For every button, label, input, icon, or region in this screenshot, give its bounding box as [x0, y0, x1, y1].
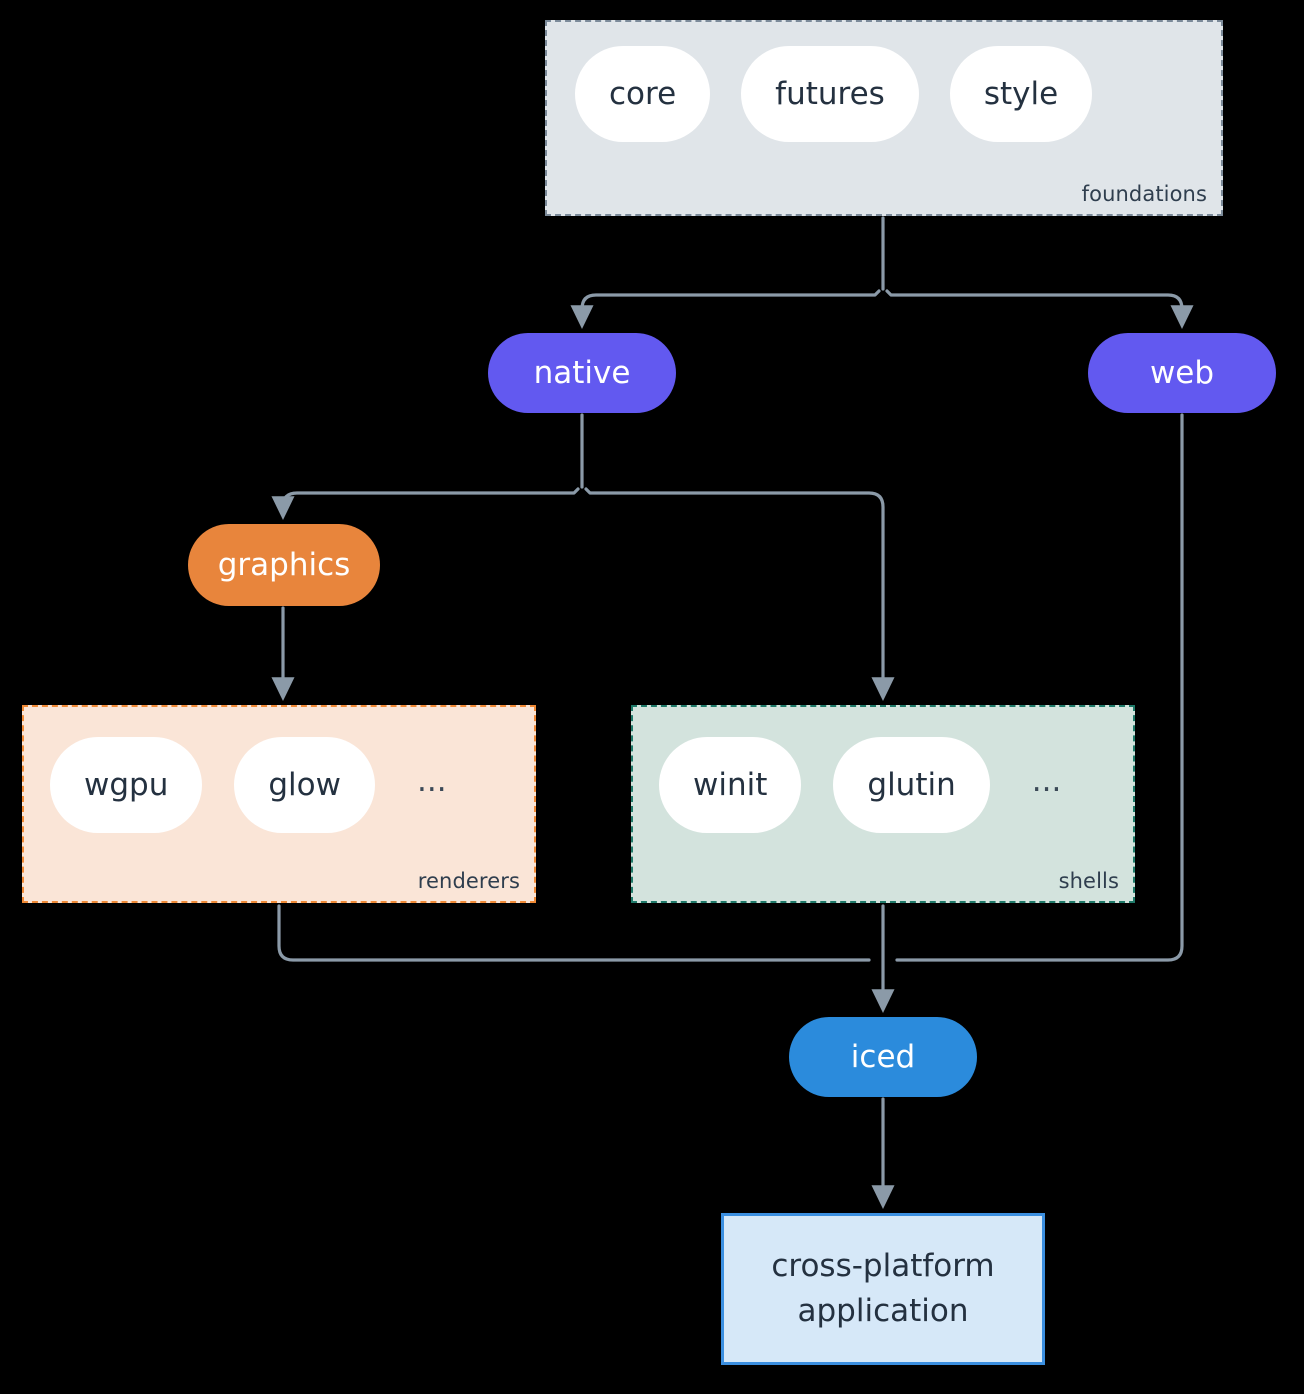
edge-native-graphics — [271, 487, 580, 520]
edge-foundations-native — [570, 289, 881, 329]
cluster-renderers: wgpu glow ... renderers — [22, 705, 536, 903]
cluster-shells: winit glutin ... shells — [631, 705, 1135, 903]
shells-ellipsis: ... — [1031, 762, 1062, 799]
node-glow[interactable]: glow — [234, 737, 375, 833]
node-style[interactable]: style — [949, 46, 1093, 142]
node-futures[interactable]: futures — [741, 46, 919, 142]
edge-foundations-web — [885, 289, 1194, 329]
node-iced[interactable]: iced — [789, 1017, 977, 1097]
renderers-ellipsis: ... — [416, 762, 447, 799]
node-native[interactable]: native — [488, 333, 676, 413]
cluster-renderers-label: renderers — [417, 869, 520, 893]
cluster-foundations-label: foundations — [1081, 182, 1207, 206]
node-glutin[interactable]: glutin — [833, 737, 990, 833]
cluster-shells-items: winit glutin ... — [659, 737, 1071, 833]
node-cross-platform-application[interactable]: cross-platform application — [721, 1213, 1045, 1365]
cluster-foundations-items: core futures style — [575, 46, 1093, 142]
cluster-foundations: core futures style foundations — [545, 20, 1223, 216]
application-label-line1: cross-platform — [771, 1248, 995, 1285]
cluster-renderers-items: wgpu glow ... — [50, 737, 457, 833]
node-web[interactable]: web — [1088, 333, 1276, 413]
application-label-line2: application — [797, 1293, 969, 1329]
node-graphics[interactable]: graphics — [188, 524, 380, 606]
node-winit[interactable]: winit — [659, 737, 802, 833]
node-wgpu[interactable]: wgpu — [50, 737, 203, 833]
cluster-shells-label: shells — [1058, 869, 1119, 893]
node-core[interactable]: core — [575, 46, 711, 142]
edge-native-shells — [584, 487, 895, 701]
edge-renderers-iced — [277, 904, 871, 962]
